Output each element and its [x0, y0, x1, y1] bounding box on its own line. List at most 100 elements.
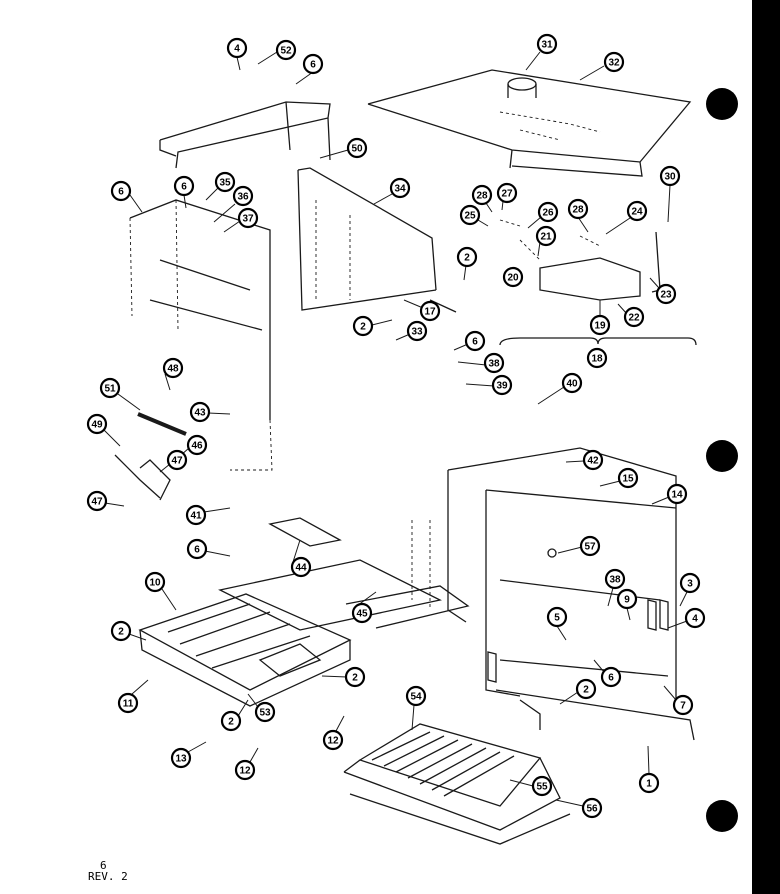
callout-number: 38: [609, 575, 621, 586]
callout-number: 39: [496, 381, 508, 392]
callout-26: 26: [537, 201, 559, 223]
callout-number: 22: [628, 313, 640, 324]
callout-31: 31: [536, 33, 558, 55]
callout-39: 39: [491, 374, 513, 396]
callout-number: 15: [622, 474, 634, 485]
callout-13: 13: [170, 747, 192, 769]
callout-57: 57: [579, 535, 601, 557]
callout-circle: [603, 51, 625, 73]
leader-lines: [103, 51, 688, 807]
callout-circle: [531, 775, 553, 797]
callout-number: 12: [327, 736, 339, 747]
callout-number: 23: [660, 290, 672, 301]
callout-circle: [537, 201, 559, 223]
callout-circle: [237, 207, 259, 229]
callout-circle: [232, 185, 254, 207]
callout-number: 38: [488, 359, 500, 370]
callout-number: 11: [123, 699, 134, 710]
callout-17: 17: [419, 300, 441, 322]
callout-35: 35: [214, 171, 236, 193]
callout-27: 27: [496, 182, 518, 204]
callout-circle: [659, 165, 681, 187]
callout-circle: [189, 401, 211, 423]
callout-48: 48: [162, 357, 184, 379]
callout-circle: [86, 490, 108, 512]
callout-12: 12: [234, 759, 256, 781]
callout-number: 53: [259, 708, 271, 719]
callout-2: 2: [456, 246, 478, 268]
callout-number: 40: [566, 379, 578, 390]
callout-circle: [346, 137, 368, 159]
callout-circle: [351, 602, 373, 624]
callout-number: 52: [280, 46, 292, 57]
callout-circle: [589, 314, 611, 336]
callout-circle: [166, 449, 188, 471]
callout-circle: [214, 171, 236, 193]
callout-number: 28: [476, 191, 488, 202]
callout-number: 27: [501, 189, 513, 200]
callout-circle: [86, 413, 108, 435]
scan-edge-bar: [752, 0, 780, 894]
callout-number: 50: [351, 144, 363, 155]
callout-50: 50: [346, 137, 368, 159]
callout-number: 3: [687, 579, 693, 590]
callout-number: 4: [234, 44, 240, 55]
callout-number: 24: [631, 207, 643, 218]
callout-circle: [600, 666, 622, 688]
callout-circle: [471, 184, 493, 206]
callout-51: 51: [99, 377, 121, 399]
callout-6: 6: [173, 175, 195, 197]
callout-number: 49: [91, 420, 103, 431]
callout-28: 28: [567, 198, 589, 220]
callout-circle: [302, 53, 324, 75]
right-side-panel: [297, 167, 457, 313]
callout-circle: [117, 692, 139, 714]
callout-circle: [561, 372, 583, 394]
callout-number: 12: [239, 766, 251, 777]
callout-circle: [672, 694, 694, 716]
callout-6: 6: [600, 666, 622, 688]
callout-circle: [464, 330, 486, 352]
callout-number: 4: [692, 614, 698, 625]
punch-hole-bottom: [706, 800, 738, 832]
callout-33: 33: [406, 320, 428, 342]
callout-2: 2: [352, 315, 374, 337]
callout-42: 42: [582, 449, 604, 471]
callout-40: 40: [561, 372, 583, 394]
punch-hole-top: [706, 88, 738, 120]
page-footer: 6 REV. 2: [88, 860, 128, 882]
callout-number: 31: [541, 40, 553, 51]
left-side-panel: [129, 199, 273, 471]
callout-number: 2: [352, 673, 358, 684]
callout-number: 2: [360, 322, 366, 333]
callout-6: 6: [302, 53, 324, 75]
callout-circle: [546, 606, 568, 628]
callout-circle: [144, 571, 166, 593]
callout-circle: [186, 538, 208, 560]
callout-number: 26: [542, 208, 554, 219]
callout-number: 21: [540, 232, 552, 243]
callout-number: 2: [228, 717, 234, 728]
callout-circle: [617, 467, 639, 489]
callout-3: 3: [679, 572, 701, 594]
callout-circle: [406, 320, 428, 342]
callout-circle: [604, 568, 626, 590]
callout-circle: [456, 246, 478, 268]
punch-hole-middle: [706, 440, 738, 472]
callout-circle: [254, 701, 276, 723]
callout-circle: [567, 198, 589, 220]
callout-34: 34: [389, 177, 411, 199]
top-cover-panel: [367, 69, 692, 177]
callout-number: 57: [584, 542, 596, 553]
callout-47: 47: [86, 490, 108, 512]
callout-number: 1: [646, 779, 652, 790]
callout-10: 10: [144, 571, 166, 593]
callout-number: 6: [310, 60, 316, 71]
callout-number: 17: [424, 307, 436, 318]
callout-number: 13: [175, 754, 187, 765]
callout-circle: [575, 678, 597, 700]
callout-2: 2: [110, 620, 132, 642]
callout-2: 2: [575, 678, 597, 700]
callout-4: 4: [226, 37, 248, 59]
callout-55: 55: [531, 775, 553, 797]
